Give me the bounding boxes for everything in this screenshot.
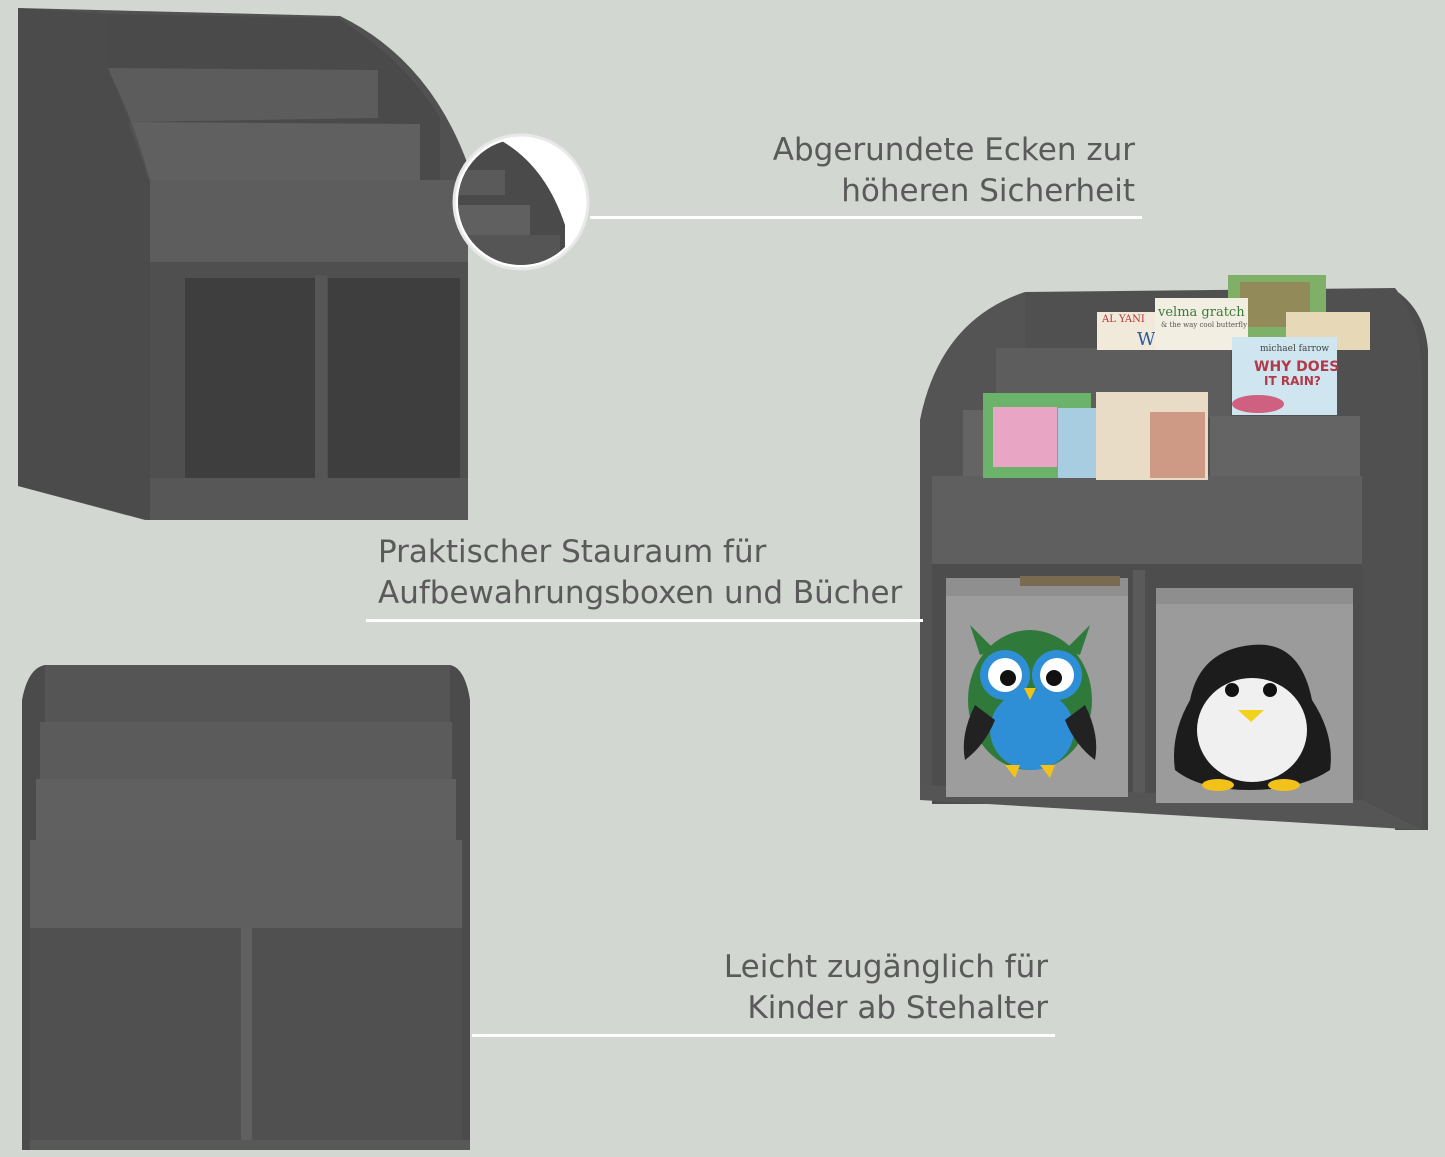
- bookshelf-perspective-view: [18, 8, 468, 520]
- bookshelf-front-view: [22, 665, 470, 1150]
- feature-storage: Praktischer Stauraum für Aufbewahrungsbo…: [378, 532, 902, 614]
- book-author-michael-farrow: michael farrow: [1260, 344, 1329, 354]
- feature-rounded-corners: Abgerundete Ecken zur höheren Sicherheit: [773, 130, 1135, 212]
- divider-rounded-corners: [590, 216, 1142, 219]
- feature-rounded-corners-line-1: Abgerundete Ecken zur: [772, 132, 1135, 168]
- book-title-al-yani: AL YANI: [1101, 314, 1145, 325]
- book-title-velma-gratch: velma gratch: [1157, 305, 1245, 320]
- book-title-why-does: WHY DOES: [1254, 359, 1339, 375]
- bookshelf-with-books-and-boxes: AL YANI W velma gratch & the way cool bu…: [920, 275, 1428, 830]
- book-subtitle-velma: & the way cool butterfly: [1161, 321, 1247, 329]
- feature-storage-line-2: Aufbewahrungsboxen und Bücher: [378, 575, 903, 611]
- corner-detail-magnifier: [452, 133, 590, 271]
- book-title-it-rain: IT RAIN?: [1264, 374, 1321, 388]
- feature-accessible: Leicht zugänglich für Kinder ab Stehalte…: [724, 947, 1048, 1029]
- feature-storage-line-1: Praktischer Stauraum für: [378, 534, 767, 570]
- owl-icon: [963, 625, 1097, 778]
- divider-accessible: [472, 1034, 1055, 1037]
- feature-rounded-corners-line-2: höheren Sicherheit: [841, 173, 1135, 209]
- book-letter-w: W: [1137, 329, 1156, 350]
- feature-accessible-line-2: Kinder ab Stehalter: [747, 990, 1048, 1026]
- feature-accessible-line-1: Leicht zugänglich für: [723, 949, 1048, 985]
- divider-storage: [366, 619, 923, 622]
- penguin-icon: [1174, 644, 1331, 791]
